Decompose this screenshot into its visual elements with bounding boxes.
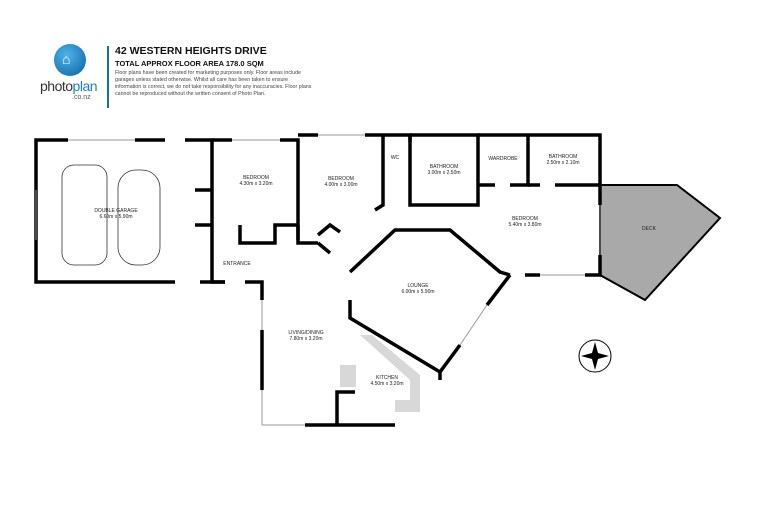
room-name-bedroom2: BEDROOM	[328, 176, 354, 182]
deck-area	[599, 184, 722, 302]
house-icon: ⌂	[62, 51, 71, 67]
photoplan-logo: ⌂ photoplan .co.nz	[40, 44, 100, 109]
room-size-living: 7.80m x 3.20m	[289, 336, 322, 342]
compass-rose-icon	[578, 339, 612, 373]
room-name-bathroom1: BATHROOM	[430, 164, 459, 170]
room-size-bedroom2: 4.00m x 3.00m	[324, 182, 357, 188]
room-name-wc: WC	[391, 155, 400, 161]
room-name-bedroom3: BEDROOM	[512, 216, 538, 222]
header-divider	[107, 46, 109, 108]
room-size-bathroom1: 3.00m x 2.50m	[427, 170, 460, 176]
floor-area: TOTAL APPROX FLOOR AREA 178.0 SQM	[115, 59, 264, 68]
room-name-wardrobe: WARDROBE	[488, 156, 518, 162]
room-name-entrance: ENTRANCE	[223, 261, 251, 267]
header: 42 WESTERN HEIGHTS DRIVE TOTAL APPROX FL…	[115, 45, 315, 98]
logo-domain: .co.nz	[72, 94, 91, 101]
room-name-bathroom2: BATHROOM	[549, 154, 578, 160]
room-name-kitchen: KITCHEN	[376, 375, 398, 381]
room-size-bedroom3: 5.40m x 3.80m	[508, 222, 541, 228]
room-size-bedroom1: 4.30m x 3.20m	[239, 181, 272, 187]
logo-globe-icon	[54, 44, 86, 76]
disclaimer: Floor plans have been created for market…	[115, 70, 312, 97]
room-name-living: LIVING/DINING	[288, 330, 323, 336]
kitchen-counter	[360, 335, 420, 412]
room-size-kitchen: 4.50m x 3.20m	[370, 381, 403, 387]
kitchen-island	[340, 365, 356, 387]
property-title: 42 WESTERN HEIGHTS DRIVE	[115, 45, 267, 57]
room-name-deck: DECK	[642, 226, 657, 232]
windows	[35, 134, 601, 426]
room-name-garage: DOUBLE GARAGE	[94, 208, 138, 214]
room-size-lounge: 6.00m x 5.90m	[401, 289, 434, 295]
room-name-lounge: LOUNGE	[407, 283, 429, 289]
room-size-garage: 6.60m x 5.90m	[99, 214, 132, 220]
room-name-bedroom1: BEDROOM	[243, 175, 269, 181]
car-icons	[61, 164, 161, 266]
room-size-bathroom2: 2.50m x 2.10m	[546, 160, 579, 166]
logo-wordmark: photoplan	[40, 78, 98, 94]
